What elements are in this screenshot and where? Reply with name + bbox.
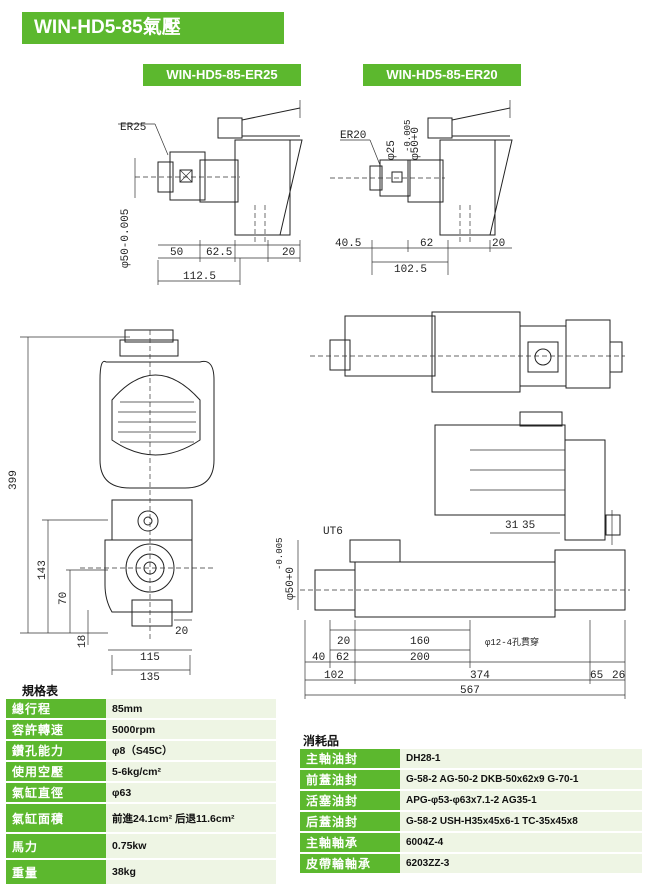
spec-label: 總行程 [6, 699, 106, 720]
side-diameter-tol: -0.005 [275, 538, 285, 570]
consumables-heading: 消耗品 [303, 734, 340, 748]
er25-drawing [118, 100, 303, 285]
side-d65: 65 [590, 670, 603, 682]
consumable-label: 主軸軸承 [300, 832, 400, 854]
page-title: WIN-HD5-85氣壓 [22, 12, 284, 44]
side-d374: 374 [470, 670, 490, 682]
spec-label: 氣缸直徑 [6, 782, 106, 804]
consumable-value: 6203ZZ-3 [400, 853, 642, 875]
spec-label: 重量 [6, 859, 106, 886]
consumable-label: 后蓋油封 [300, 811, 400, 833]
consumable-value: DH28-1 [400, 749, 642, 770]
er25-diameter-label: φ50-0.005 [120, 209, 132, 268]
consumable-value: G-58-2 USH-H35x45x6-1 TC-35x45x8 [400, 811, 642, 833]
front-w115: 115 [140, 652, 160, 664]
side-d26: 26 [612, 670, 625, 682]
variant-er20-label: WIN-HD5-85-ER20 [363, 64, 521, 86]
er25-collet-label: ER25 [120, 122, 146, 134]
spec-label: 鑽孔能力 [6, 740, 106, 762]
front-height-399: 399 [8, 470, 20, 490]
side-d200: 200 [410, 652, 430, 664]
er20-d50-tol: -0.005 [403, 120, 413, 152]
consumable-label: 前蓋油封 [300, 769, 400, 791]
spec-value: 前進24.1cm² 后退11.6cm² [106, 803, 276, 834]
side-d35: 35 [522, 520, 535, 532]
consumable-value: G-58-2 AG-50-2 DKB-50x62x9 G-70-1 [400, 769, 642, 791]
front-h143: 143 [37, 560, 49, 580]
side-thread-label: UT6 [323, 526, 343, 538]
er25-total: 112.5 [183, 271, 216, 283]
side-d31: 31 [505, 520, 519, 532]
er20-collet-label: ER20 [340, 130, 366, 142]
spec-label: 容許轉速 [6, 719, 106, 741]
spec-value: φ8（S45C） [106, 740, 276, 762]
er20-d25-label: φ25 [386, 140, 398, 160]
er25-seg2: 62.5 [206, 247, 232, 259]
table-row: 氣缸面積前進24.1cm² 后退11.6cm² [6, 803, 276, 834]
front-w135: 135 [140, 672, 160, 684]
spec-label: 馬力 [6, 833, 106, 860]
side-d567: 567 [460, 685, 480, 697]
consumable-label: 主軸油封 [300, 749, 400, 770]
er25-seg1: 50 [170, 247, 183, 259]
side-diameter-label: φ50+0 [285, 567, 297, 600]
consumable-value: APG-φ53-φ63x7.1-2 AG35-1 [400, 790, 642, 812]
side-d40: 40 [312, 652, 325, 664]
consumable-label: 皮帶輪軸承 [300, 853, 400, 875]
front-h18: 18 [77, 635, 89, 648]
side-d20: 20 [337, 636, 350, 648]
front-w20: 20 [175, 626, 188, 638]
spec-value: 5000rpm [106, 719, 276, 741]
er20-d50-label: φ50+0 [410, 127, 422, 160]
er20-drawing [330, 100, 513, 275]
front-h70: 70 [58, 592, 70, 605]
er20-seg1: 40.5 [335, 238, 361, 250]
spec-value: 0.75kw [106, 833, 276, 860]
technical-drawing: ER25 φ50-0.005 50 62.5 20 112.5 ER20 φ25… [8, 100, 630, 699]
spec-label: 氣缸面積 [6, 803, 106, 834]
side-hole-label: φ12-4孔貫穿 [485, 636, 539, 648]
front-view [20, 329, 215, 675]
er20-seg2: 62 [420, 238, 433, 250]
spec-value: 85mm [106, 699, 276, 720]
er20-total: 102.5 [394, 264, 427, 276]
side-d62: 62 [336, 652, 349, 664]
spec-label: 使用空壓 [6, 761, 106, 783]
er20-seg3: 20 [492, 238, 505, 250]
consumable-value: 6004Z-4 [400, 832, 642, 854]
side-view [297, 311, 630, 699]
spec-value: φ63 [106, 782, 276, 804]
spec-value: 5-6kg/cm² [106, 761, 276, 783]
spec-value: 38kg [106, 859, 276, 886]
side-d102: 102 [324, 670, 344, 682]
side-d160: 160 [410, 636, 430, 648]
er25-seg3: 20 [282, 247, 295, 259]
variant-er25-label: WIN-HD5-85-ER25 [143, 64, 301, 86]
spec-heading: 規格表 [22, 684, 59, 698]
consumable-label: 活塞油封 [300, 790, 400, 812]
